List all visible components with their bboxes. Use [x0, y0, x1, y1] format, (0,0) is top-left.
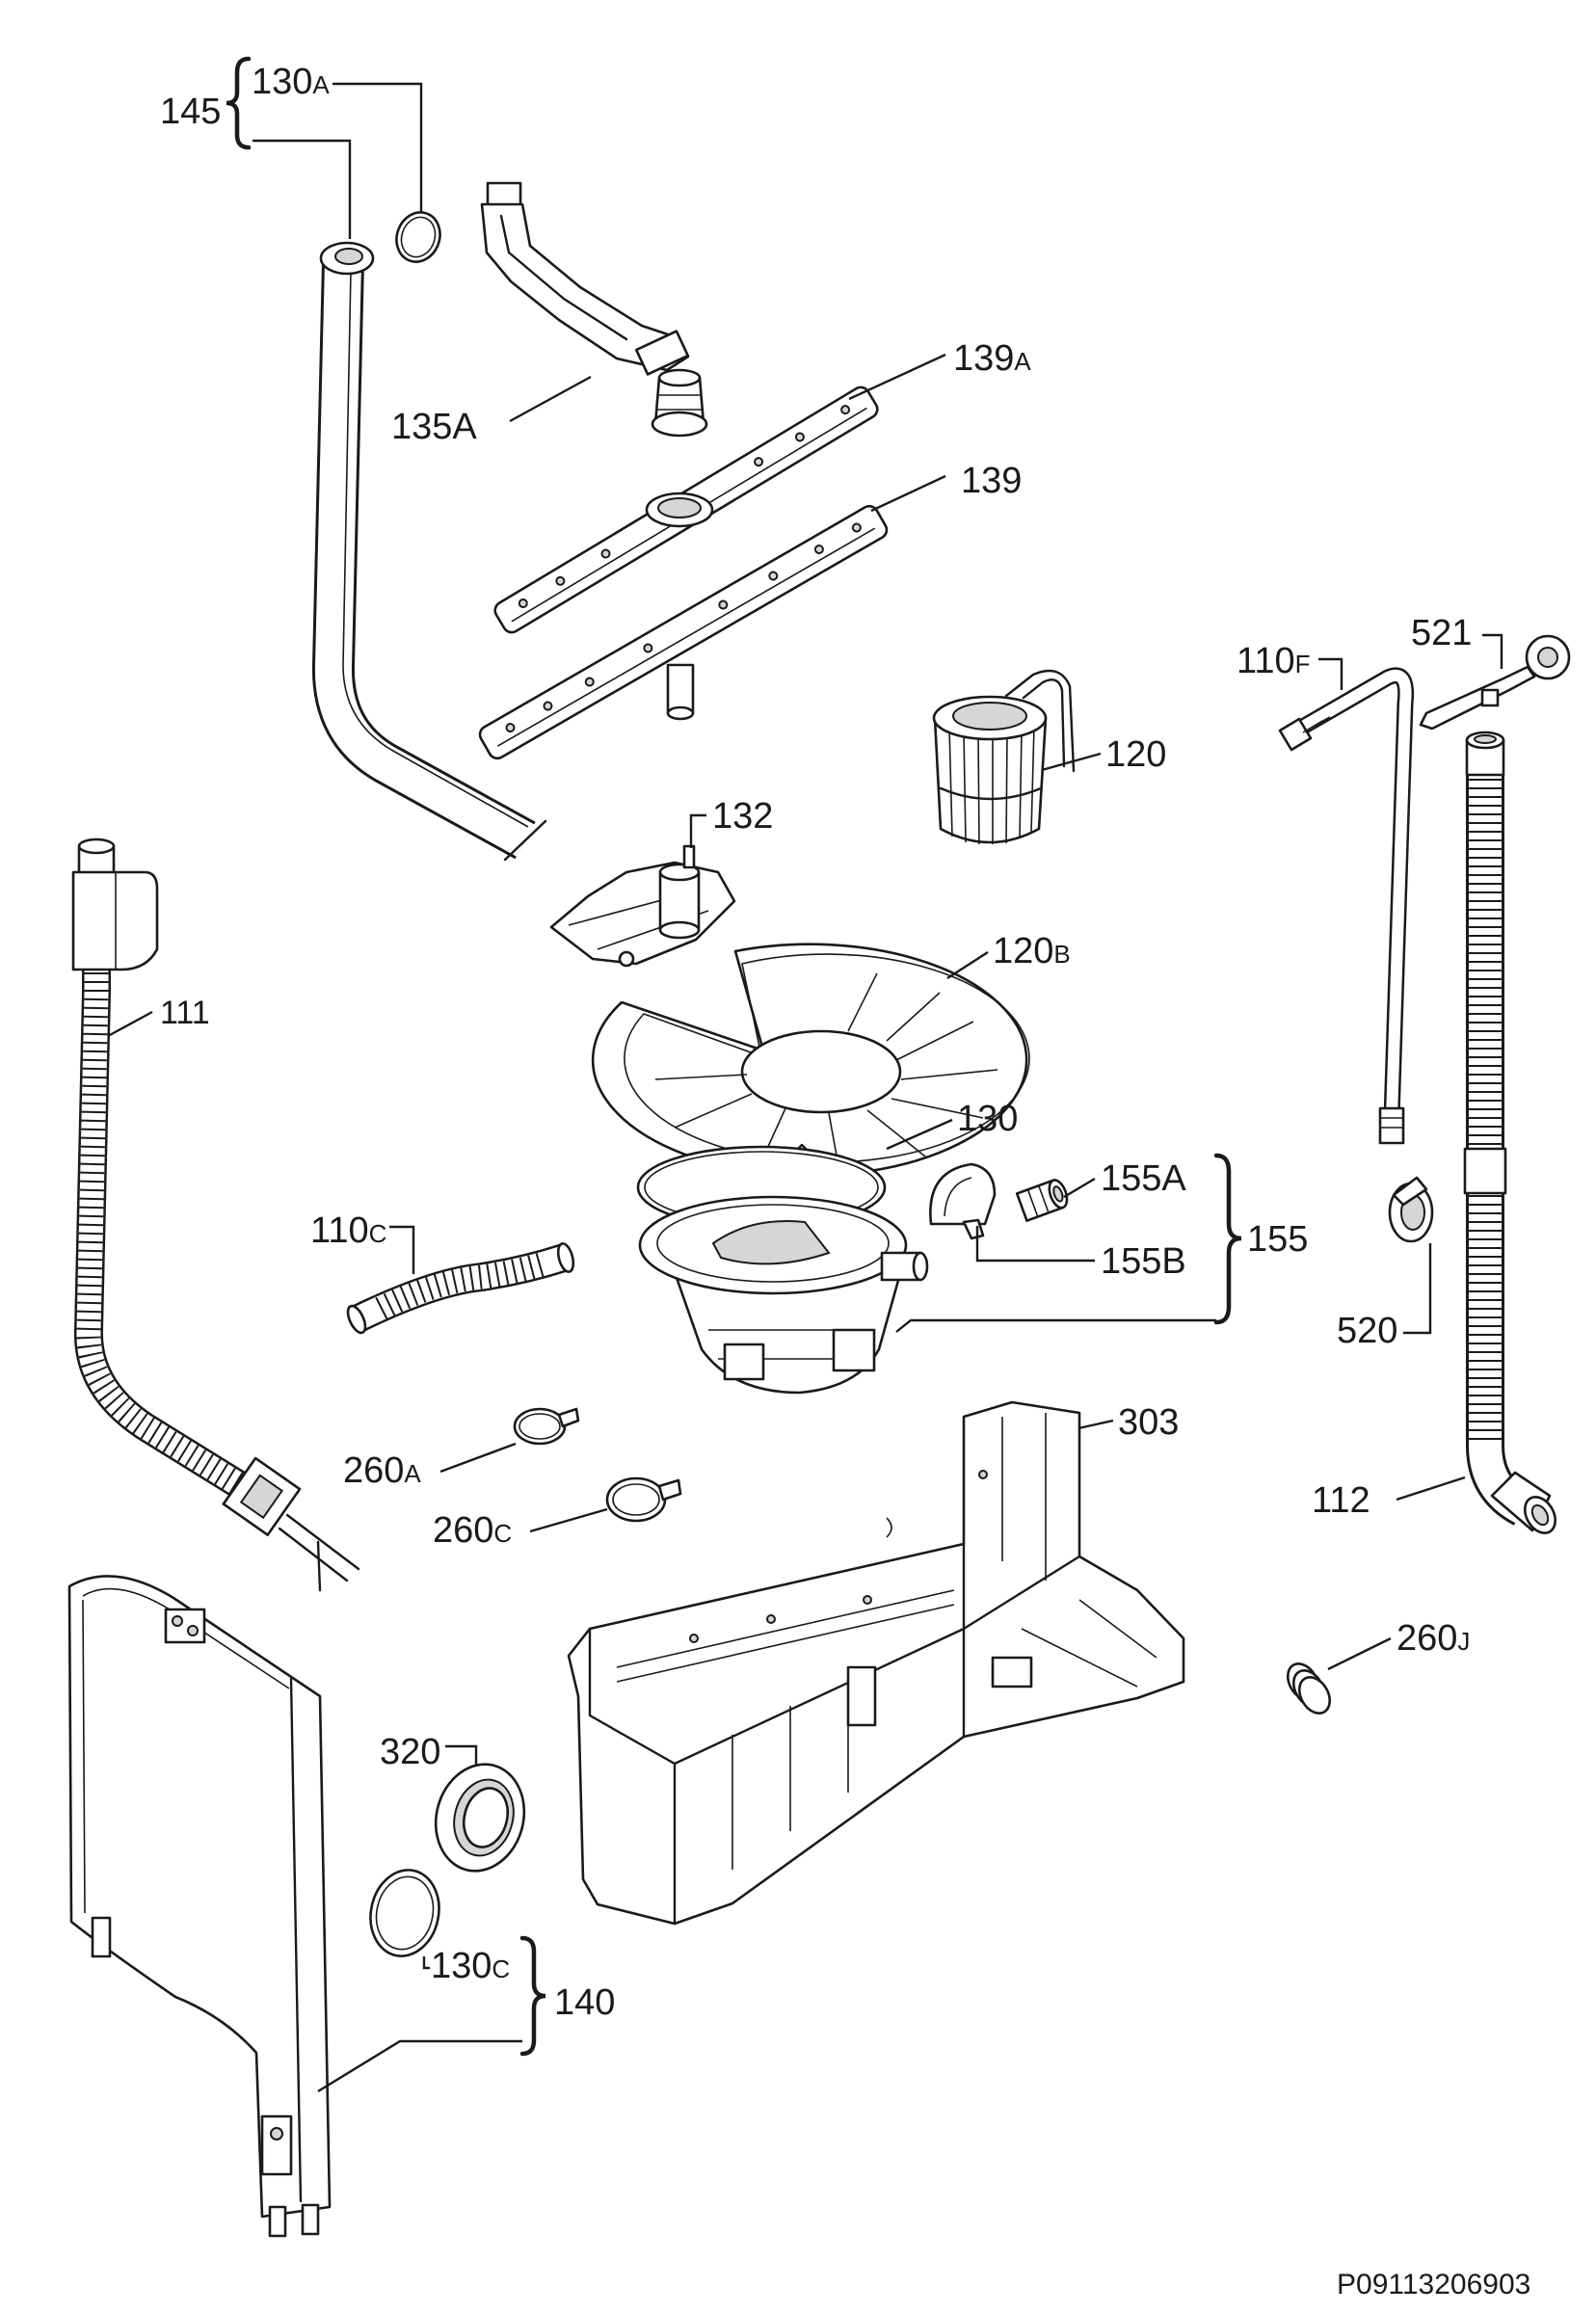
hose-clamp-260j: [1286, 1662, 1332, 1715]
label-155a: 155A: [1101, 1158, 1186, 1199]
leader-lines: [107, 56, 1503, 2093]
base-tray-303: [567, 1400, 1185, 1926]
brace-155: [1213, 1153, 1242, 1325]
inlet-hose-111: [71, 837, 360, 1592]
label-112: 112: [1312, 1480, 1370, 1521]
label-110f: 110F: [1237, 641, 1310, 681]
label-135a: 135A: [391, 407, 477, 447]
seal-320: [434, 1763, 526, 1873]
upper-spray-arm-139a: [493, 386, 879, 634]
valve-cover-155b: [929, 1162, 997, 1240]
spray-arm-support-135a: [480, 181, 708, 438]
label-521: 521: [1411, 613, 1472, 653]
label-139: 139: [961, 461, 1022, 501]
label-140: 140: [554, 1982, 615, 2023]
label-132: 132: [712, 796, 773, 837]
tool-521: [1419, 634, 1571, 731]
label-139a: 139A: [953, 338, 1031, 379]
label-320: 320: [380, 1732, 440, 1772]
corrugated-hose-110c: [346, 1242, 575, 1335]
hose-110f: [1278, 667, 1415, 1145]
filter-120: [932, 669, 1076, 845]
o-ring-130a: [395, 211, 441, 263]
filter-plate-120b: [591, 943, 1030, 1178]
spray-pipe-145: [311, 241, 547, 862]
ring-nut-520: [1388, 1176, 1434, 1243]
lower-spray-arm-139: [478, 504, 889, 760]
hose-clamp-260c: [605, 1476, 682, 1523]
label-130: 130: [957, 1099, 1018, 1139]
label-111: 111: [160, 995, 210, 1031]
label-520: 520: [1337, 1311, 1397, 1351]
label-110c: 110C: [310, 1210, 386, 1251]
label-260j: 260J: [1396, 1618, 1470, 1659]
drawing-code: P09113206903: [1337, 2269, 1530, 2300]
hose-clamp-260a: [513, 1407, 580, 1446]
label-130a: 130A: [252, 62, 330, 102]
sump-assembly: [638, 1195, 929, 1395]
drain-hose-112: [1463, 731, 1557, 1534]
brace-145: [226, 56, 252, 150]
label-260c: 260C: [433, 1510, 512, 1551]
o-ring-130c: [369, 1869, 440, 1957]
label-120b: 120B: [993, 931, 1071, 971]
label-303: 303: [1118, 1402, 1179, 1443]
non-return-valve-155a: [1015, 1179, 1069, 1222]
label-260a: 260A: [343, 1450, 421, 1491]
label-130c: 130C: [431, 1946, 510, 1986]
part-labels: 145 130A 135A 139A 139 110F 521 120 132 …: [160, 62, 1472, 2023]
brace-140: [519, 1935, 546, 2057]
label-155: 155: [1247, 1219, 1308, 1260]
water-diverter-132: [549, 844, 736, 968]
label-145: 145: [160, 92, 221, 132]
label-120: 120: [1105, 734, 1166, 775]
label-155b: 155B: [1101, 1241, 1186, 1282]
duct-panel-140: [67, 1575, 332, 2238]
